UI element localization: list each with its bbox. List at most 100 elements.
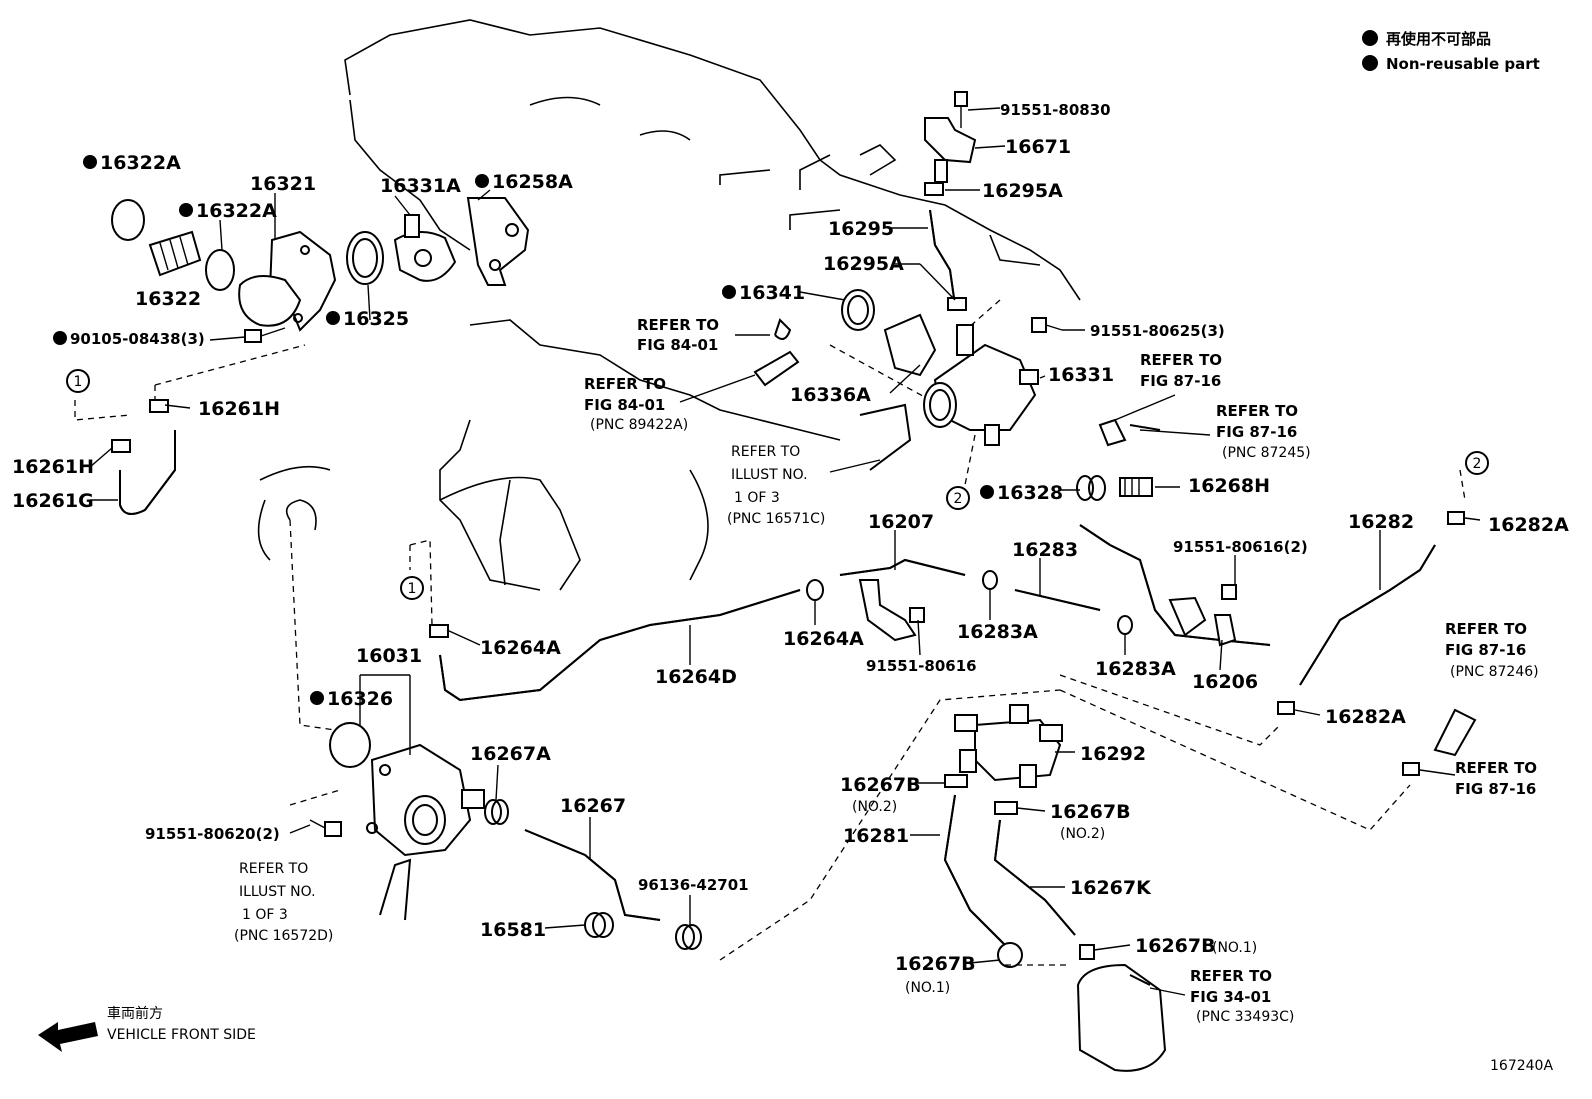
refer-note: 1 OF 3 [734,490,780,506]
hose-16282 [1299,544,1436,686]
legend-en: Non-reusable part [1386,55,1540,73]
reference-notes: REFER TO FIG 84-01 REFER TO FIG 84-01 (P… [234,316,1539,1025]
bullet-mark [1362,55,1378,71]
part-label: 16264A [480,637,561,659]
refer-note: (PNC 33493C) [1196,1009,1294,1025]
part-label: (NO.2) [852,799,897,815]
gasket-16258a [466,197,530,286]
leader-lines [89,107,1481,996]
part-label: 16207 [868,511,934,533]
valve-16292 [954,704,1063,788]
callout-1: 1 [74,374,83,390]
refer-note: (PNC 16571C) [727,511,825,527]
part-label: 96136-42701 [638,876,749,894]
part-label: (NO.1) [1212,940,1257,956]
direction-en: VEHICLE FRONT SIDE [107,1027,256,1043]
hose-16267 [524,829,661,921]
part-label: (NO.1) [905,980,950,996]
refer-note: (PNC 89422A) [590,417,688,433]
part-label: 16267B [1135,935,1216,957]
part-label: 16328 [997,482,1063,504]
refer-note: REFER TO [584,375,666,393]
part-label: 91551-80830 [1000,101,1111,119]
bullet-mark [1362,30,1378,46]
part-label: 16671 [1005,136,1071,158]
refer-note: FIG 87-16 [1216,423,1297,441]
part-label: 16322 [135,288,201,310]
bullet-mark [722,285,736,299]
refer-note: REFER TO [1216,402,1298,420]
part-label: 16325 [343,308,409,330]
part-label: 16261H [12,456,94,478]
part-label: 91551-80620(2) [145,825,280,843]
refer-note: REFER TO [1140,351,1222,369]
fitting-16671 [924,91,977,183]
part-label: 16031 [356,645,422,667]
refer-note: FIG 87-16 [1445,641,1526,659]
part-label: 16321 [250,173,316,195]
part-label: 16331A [380,175,461,197]
bullet-mark [475,174,489,188]
refer-note: REFER TO [1190,967,1272,985]
part-label: 16267B [895,953,976,975]
part-label: 16322A [196,200,277,222]
part-label: 16267B [1050,801,1131,823]
part-label: 16322A [100,152,181,174]
thermostat-16331a [393,214,457,282]
refer-note: FIG 87-16 [1140,372,1221,390]
refer-note: FIG 84-01 [584,396,665,414]
callout-2: 2 [1473,456,1482,472]
part-label: 16331 [1048,364,1114,386]
part-label: 16264A [783,628,864,650]
part-labels: 16322A 16322A 16321 16322 16331A 16258A … [12,101,1569,996]
part-label: 16281 [843,825,909,847]
arrow-left-icon [38,1022,98,1052]
part-label: 16261G [12,490,94,512]
bullet-mark [980,485,994,499]
refer-note: FIG 84-01 [637,336,718,354]
refer-note: FIG 87-16 [1455,780,1536,798]
part-label: 16283 [1012,539,1078,561]
part-label: 16267 [560,795,626,817]
part-label: 16282 [1348,511,1414,533]
part-label: 16292 [1080,743,1146,765]
refer-note: REFER TO [731,444,800,460]
refer-note: REFER TO [239,861,308,877]
part-label: 16295 [828,218,894,240]
part-label: 16267K [1070,877,1152,899]
hose-16322 [148,230,202,277]
sensor-fig84 [753,350,800,387]
gasket-16341 [841,289,875,331]
part-label: 16261H [198,398,280,420]
vehicle-front-indicator: 車両前方 VEHICLE FRONT SIDE [38,1005,256,1052]
refer-note: (PNC 16572D) [234,928,333,944]
bullet-mark [326,311,340,325]
hose-16281 [943,794,1006,946]
o-ring-16326 [329,722,371,768]
part-label: 16282A [1325,706,1406,728]
part-label: 16283A [957,621,1038,643]
figure-id: 167240A [1490,1058,1553,1074]
part-label: 91551-80616 [866,657,977,675]
part-label: 90105-08438(3) [70,330,205,348]
part-label: 16268H [1188,475,1270,497]
direction-ja: 車両前方 [107,1005,163,1022]
refer-note: FIG 34-01 [1190,988,1271,1006]
bullet-mark [53,331,67,345]
refer-note: ILLUST NO. [731,467,808,483]
bullet-mark [179,203,193,217]
part-label: 16267B [840,774,921,796]
callout-2: 2 [954,491,963,507]
refer-note: (PNC 87246) [1450,664,1539,680]
part-label: 16206 [1192,671,1258,693]
water-inlet-16031 [366,743,485,857]
callout-1: 1 [408,581,417,597]
part-label: 16264D [655,666,737,688]
bolt-90105 [244,327,286,343]
o-ring-16322a-right [205,249,235,291]
part-label: 91551-80616(2) [1173,538,1308,556]
part-label: 16326 [327,688,393,710]
refer-note: (PNC 87245) [1222,445,1311,461]
refer-note: REFER TO [637,316,719,334]
